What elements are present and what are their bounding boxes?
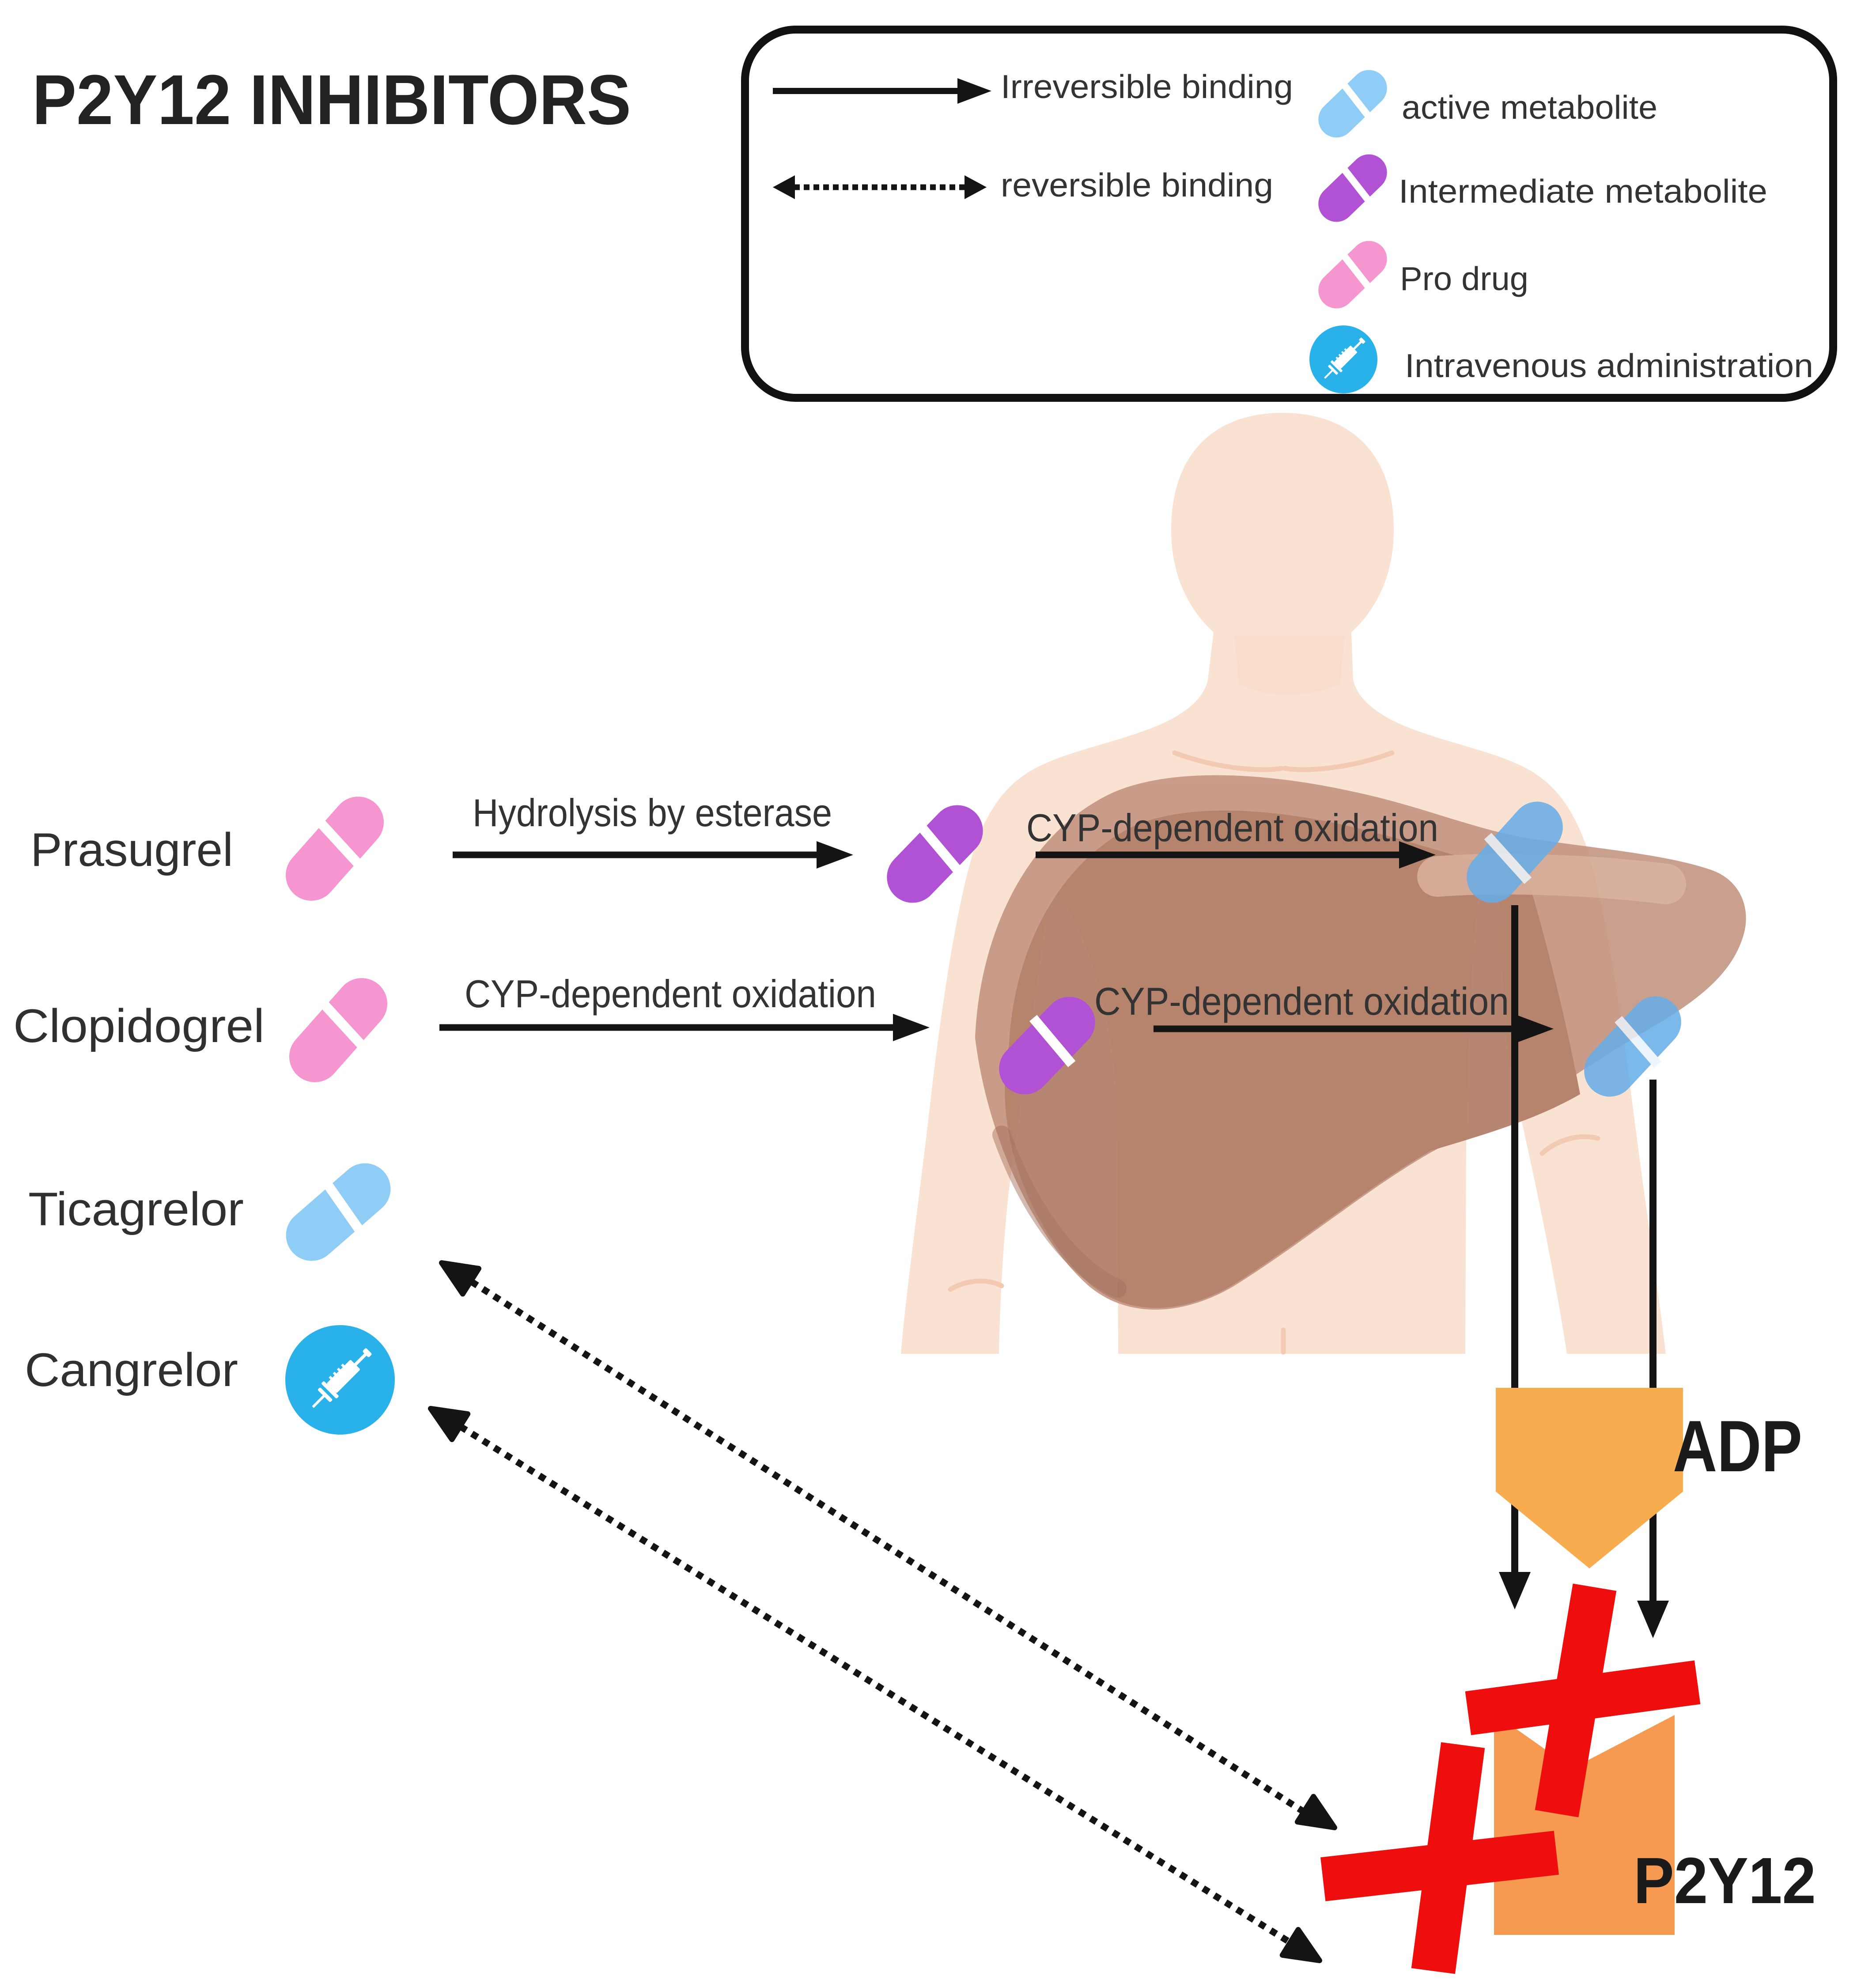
svg-text:P2Y12: P2Y12 (1634, 1844, 1816, 1917)
svg-text:Ticagrelor: Ticagrelor (28, 1182, 244, 1235)
svg-text:CYP-dependent oxidation: CYP-dependent oxidation (1094, 979, 1509, 1023)
svg-text:P2Y12 INHIBITORS: P2Y12 INHIBITORS (32, 60, 631, 139)
svg-text:CYP-dependent oxidation: CYP-dependent oxidation (465, 972, 876, 1016)
svg-text:Cangrelor: Cangrelor (25, 1343, 238, 1396)
svg-text:Irreversible binding: Irreversible binding (1001, 68, 1293, 105)
svg-text:Pro drug: Pro drug (1400, 260, 1528, 297)
svg-text:reversible binding: reversible binding (1001, 166, 1273, 204)
svg-text:ADP: ADP (1673, 1405, 1802, 1487)
svg-text:Hydrolysis by esterase: Hydrolysis by esterase (473, 791, 832, 835)
svg-text:Intermediate metabolite: Intermediate metabolite (1399, 173, 1767, 210)
svg-text:active metabolite: active metabolite (1402, 89, 1657, 126)
svg-text:Clopidogrel: Clopidogrel (13, 999, 265, 1052)
svg-text:Intravenous administration: Intravenous administration (1405, 347, 1813, 384)
svg-text:Prasugrel: Prasugrel (30, 823, 233, 876)
svg-text:CYP-dependent oxidation: CYP-dependent oxidation (1026, 806, 1438, 850)
